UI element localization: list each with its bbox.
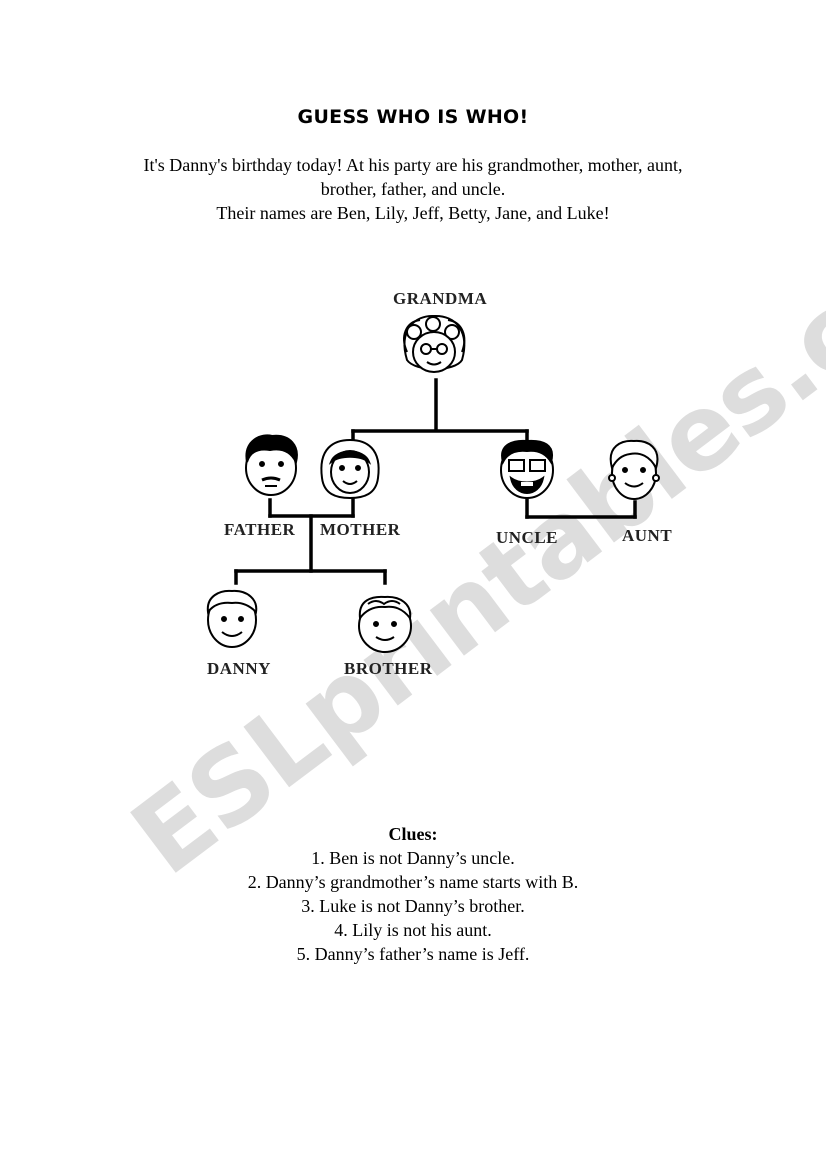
- clues-heading: Clues:: [388, 824, 438, 844]
- brother-face-icon: [358, 595, 412, 653]
- family-tree-diagram: [206, 314, 660, 653]
- intro-line-3: Their names are Ben, Lily, Jeff, Betty, …: [216, 203, 610, 223]
- clue-item: 2. Danny’s grandmother’s name starts wit…: [247, 872, 579, 892]
- clue-item: 5. Danny’s father’s name is Jeff.: [296, 944, 530, 964]
- mother-face-icon: [320, 438, 380, 500]
- label-aunt: AUNT: [622, 526, 673, 545]
- label-grandma: GRANDMA: [393, 289, 488, 308]
- clue-item: 1. Ben is not Danny’s uncle.: [311, 848, 515, 868]
- clue-item: 4. Lily is not his aunt.: [334, 920, 492, 940]
- grandma-face-icon: [403, 314, 466, 373]
- intro-line-2: brother, father, and uncle.: [320, 179, 506, 199]
- label-uncle: UNCLE: [496, 528, 559, 547]
- clue-item: 3. Luke is not Danny’s brother.: [301, 896, 525, 916]
- intro-paragraph: It's Danny's birthday today! At his part…: [60, 153, 766, 225]
- label-danny: DANNY: [207, 659, 271, 678]
- label-brother: BROTHER: [344, 659, 433, 678]
- father-face-icon: [245, 434, 298, 496]
- uncle-face-icon: [500, 439, 554, 499]
- label-mother: MOTHER: [320, 520, 401, 539]
- page-title: GUESS WHO IS WHO!: [297, 106, 529, 128]
- clues-section: Clues: 1. Ben is not Danny’s uncle. 2. D…: [0, 822, 826, 966]
- danny-face-icon: [206, 589, 258, 648]
- intro-line-1: It's Danny's birthday today! At his part…: [143, 155, 683, 175]
- label-father: FATHER: [224, 520, 296, 539]
- aunt-face-icon: [608, 439, 660, 500]
